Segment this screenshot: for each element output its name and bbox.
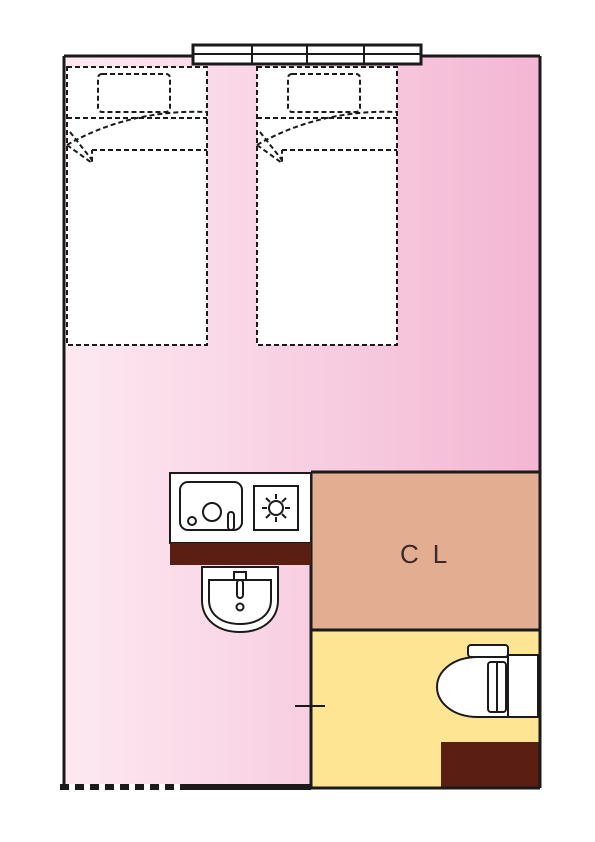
toilet[interactable] <box>435 644 539 718</box>
wash-basin[interactable] <box>201 566 279 634</box>
kitchen-sink[interactable] <box>179 481 243 531</box>
pillow <box>287 73 361 113</box>
toilet-counter <box>441 742 540 788</box>
pillow <box>97 73 171 113</box>
bed-right <box>256 66 398 346</box>
bed-left <box>66 66 208 346</box>
stove-burner[interactable] <box>253 485 299 531</box>
window <box>191 43 423 66</box>
closet-area <box>311 472 540 630</box>
closet-label: CL <box>400 539 461 569</box>
kitchen-counter <box>169 472 312 565</box>
